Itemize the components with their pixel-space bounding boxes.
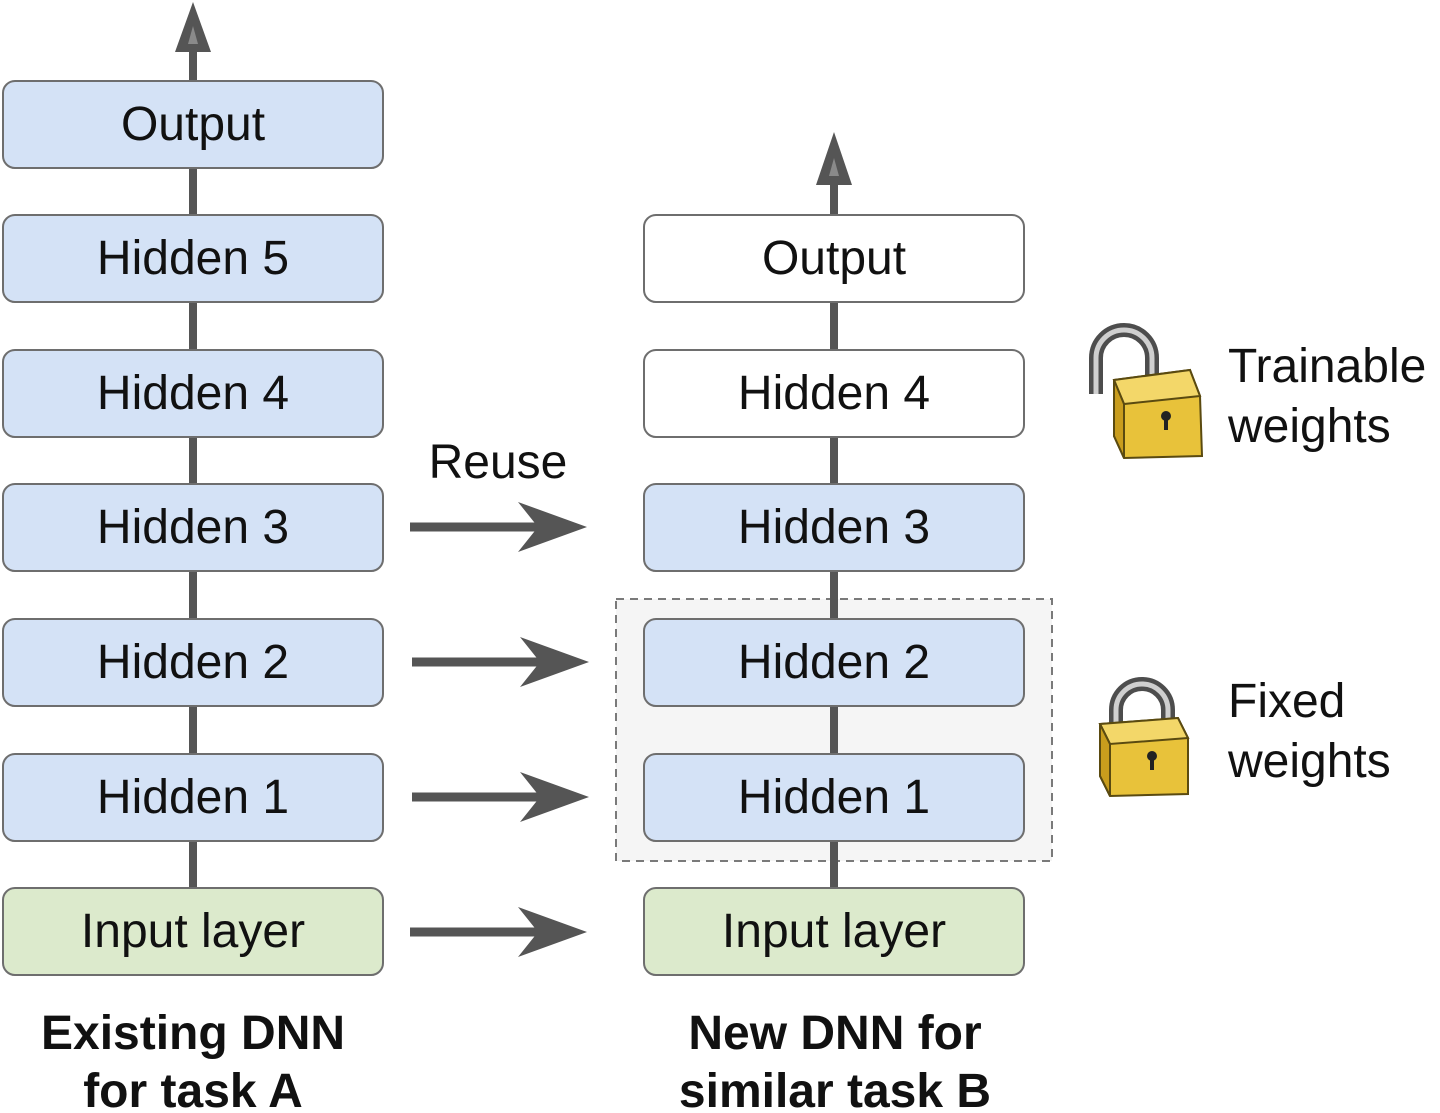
trainable-weights-line-2: weights <box>1228 400 1391 453</box>
reuse-arrow-input-layer <box>410 907 587 957</box>
dnn-b-arrowhead-inner <box>829 158 839 176</box>
dnn-b-layer-input: Input layer <box>643 887 1025 976</box>
fixed-weights-label: Fixed weights <box>1228 672 1391 792</box>
fixed-weights-line-2: weights <box>1228 735 1391 788</box>
dnn-b-caption-line-1: New DNN for <box>688 1007 982 1060</box>
dnn-b-layer-output: Output <box>643 214 1025 303</box>
locked-padlock-icon <box>1098 677 1190 798</box>
trainable-weights-label: Trainable weights <box>1228 337 1426 457</box>
dnn-a-layer-hidden-4: Hidden 4 <box>2 349 384 438</box>
dnn-a-layer-hidden-2: Hidden 2 <box>2 618 384 707</box>
fixed-weights-line-1: Fixed <box>1228 675 1346 728</box>
reuse-arrow-hidden-1 <box>412 772 589 822</box>
dnn-b-caption-line-2: similar task B <box>678 1065 992 1113</box>
dnn-b-layer-hidden-1: Hidden 1 <box>643 753 1025 842</box>
dnn-a-layer-output: Output <box>2 80 384 169</box>
dnn-a-layer-hidden-3: Hidden 3 <box>2 483 384 572</box>
dnn-b-layer-hidden-4: Hidden 4 <box>643 349 1025 438</box>
dnn-a-arrowhead-inner <box>188 26 198 44</box>
dnn-a-caption: Existing DNN for task A <box>0 1005 386 1113</box>
dnn-b-caption: New DNN for similar task B <box>620 1005 1050 1113</box>
dnn-a-layer-hidden-1: Hidden 1 <box>2 753 384 842</box>
dnn-a-layer-hidden-5: Hidden 5 <box>2 214 384 303</box>
reuse-arrow-hidden-3 <box>410 502 587 552</box>
dnn-b-layer-hidden-3: Hidden 3 <box>643 483 1025 572</box>
trainable-weights-line-1: Trainable <box>1228 340 1427 393</box>
unlocked-padlock-icon <box>1089 323 1204 460</box>
dnn-b-layer-hidden-2: Hidden 2 <box>643 618 1025 707</box>
reuse-label: Reuse <box>428 436 568 489</box>
dnn-a-caption-line-2: for task A <box>83 1065 303 1113</box>
dnn-a-layer-input: Input layer <box>2 887 384 976</box>
dnn-a-caption-line-1: Existing DNN <box>40 1007 346 1060</box>
reuse-arrow-hidden-2 <box>412 637 589 687</box>
